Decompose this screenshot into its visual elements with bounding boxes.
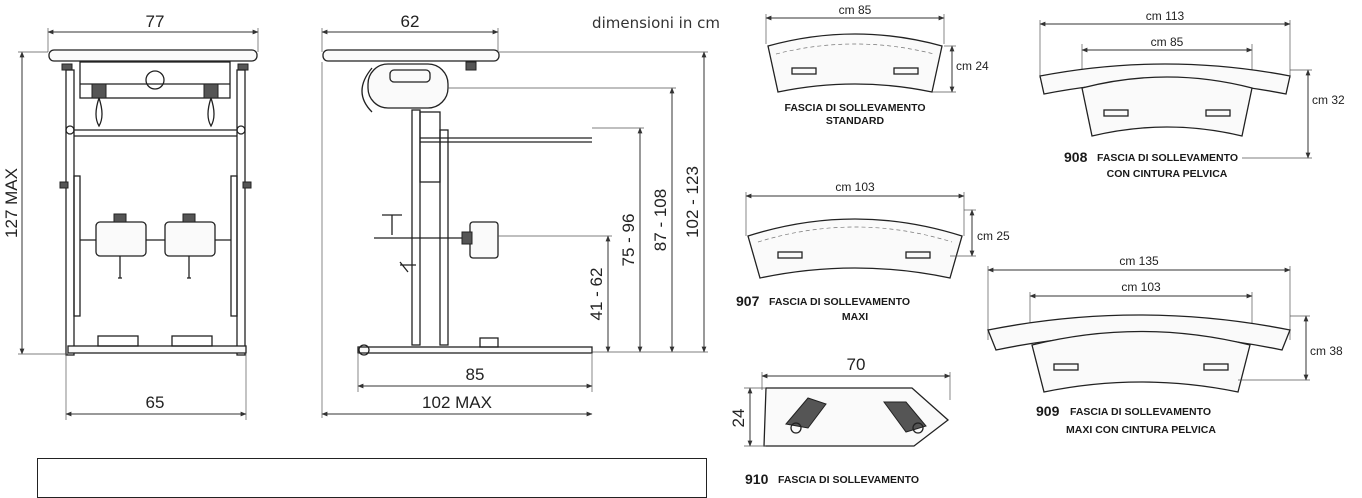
sling-909-inner-width: cm 103 xyxy=(1121,280,1161,294)
sling-standard-height: cm 24 xyxy=(956,59,989,73)
front-view: 77 xyxy=(2,12,259,420)
sling-908-outer-width: cm 113 xyxy=(1146,9,1185,23)
front-width-base-label: 65 xyxy=(146,393,165,412)
front-height-label: 127 MAX xyxy=(2,168,21,238)
sling-909-height: cm 38 xyxy=(1310,344,1343,358)
side-width-top-label: 62 xyxy=(401,12,420,31)
sling-908-number: 908 xyxy=(1064,149,1088,165)
sling-standard: cm 85 cm 24 FASCIA DI SOLLEVAMENTO STAND… xyxy=(765,3,989,127)
sling-standard-caption-2: STANDARD xyxy=(826,115,885,127)
side-view: 62 41 - 62 75 - 96 87 - 108 xyxy=(321,12,708,418)
side-height-2-label: 75 - 96 xyxy=(619,214,638,267)
sling-907: cm 103 cm 25 907 FASCIA DI SOLLEVAMENTO … xyxy=(736,180,1010,323)
sling-909-number: 909 xyxy=(1036,403,1060,419)
sling-908-caption-1: FASCIA DI SOLLEVAMENTO xyxy=(1097,152,1238,164)
sling-908-inner-width: cm 85 xyxy=(1151,35,1184,49)
sling-907-width: cm 103 xyxy=(835,180,875,194)
sling-907-height: cm 25 xyxy=(977,229,1010,243)
sling-909-caption-1: FASCIA DI SOLLEVAMENTO xyxy=(1070,406,1211,418)
sling-907-caption-1: FASCIA DI SOLLEVAMENTO xyxy=(769,296,910,308)
sling-standard-caption-1: FASCIA DI SOLLEVAMENTO xyxy=(785,102,926,114)
side-height-4-label: 102 - 123 xyxy=(683,166,702,238)
sling-standard-width: cm 85 xyxy=(839,3,872,17)
front-width-top-label: 77 xyxy=(146,12,165,31)
side-overall-length-label: 102 MAX xyxy=(422,393,492,412)
sling-909: cm 135 cm 103 cm 38 909 FASCIA DI SOLLEV… xyxy=(987,254,1343,436)
technical-drawing: 77 xyxy=(2,3,1345,487)
sling-907-number: 907 xyxy=(736,293,760,309)
sling-908-height: cm 32 xyxy=(1312,93,1345,107)
sling-909-caption-2: MAXI CON CINTURA PELVICA xyxy=(1066,424,1216,436)
side-height-1-label: 41 - 62 xyxy=(587,268,606,321)
sling-910: 70 24 910 FASCIA DI SOLLEVAMENTO xyxy=(729,355,951,487)
sling-910-caption-1: FASCIA DI SOLLEVAMENTO xyxy=(778,474,919,486)
sling-910-height: 24 xyxy=(729,409,748,428)
sling-907-caption-2: MAXI xyxy=(842,311,868,323)
units-note: dimensioni in cm xyxy=(592,14,720,32)
sling-908-caption-2: CON CINTURA PELVICA xyxy=(1107,168,1228,180)
sling-909-outer-width: cm 135 xyxy=(1119,254,1159,268)
side-base-length-label: 85 xyxy=(466,365,485,384)
sling-910-number: 910 xyxy=(745,471,769,487)
sling-910-width: 70 xyxy=(847,355,866,374)
sling-908: cm 113 cm 85 cm 32 908 FASCIA DI SOLLEVA… xyxy=(1039,9,1345,180)
notes-box xyxy=(37,458,707,498)
side-height-3-label: 87 - 108 xyxy=(651,189,670,251)
